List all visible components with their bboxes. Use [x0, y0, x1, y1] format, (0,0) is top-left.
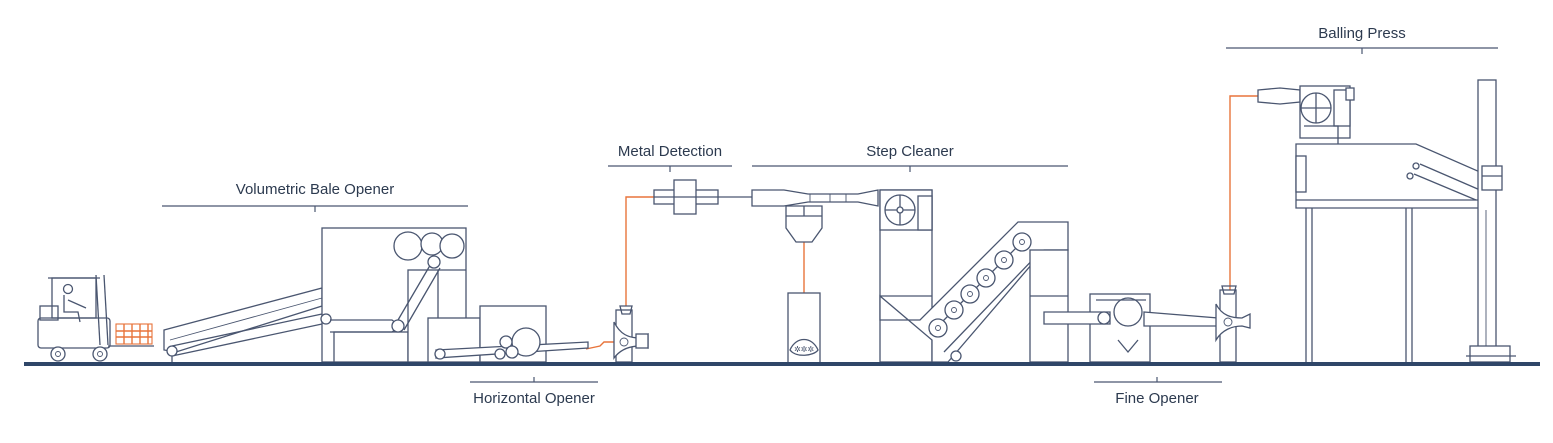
label-fine-opener: Fine Opener [1115, 390, 1198, 407]
fine-opener-machine [1043, 293, 1219, 363]
waste-bin-icon: ✲✲✲ [787, 292, 821, 364]
step-cleaner-machine: ✲✲✲ [751, 189, 1069, 364]
horizontal-opener-machine [427, 305, 589, 363]
svg-text:✲✲✲: ✲✲✲ [794, 345, 814, 354]
magnet-icon [653, 179, 752, 215]
label-horizontal-opener: Horizontal Opener [473, 390, 595, 407]
label-volumetric-bale-opener: Volumetric Bale Opener [236, 181, 394, 198]
forklift-icon [37, 274, 154, 362]
duct-fan-to-balling-press [1229, 95, 1258, 290]
duct-fan-to-metal-detection [625, 196, 655, 306]
label-balling-press: Balling Press [1318, 25, 1406, 42]
fan-icon [613, 305, 649, 363]
duct-horizontal-to-fan [585, 341, 614, 350]
label-step-cleaner: Step Cleaner [866, 143, 954, 160]
volumetric-bale-opener-machine [163, 227, 467, 363]
cyclone-icon [785, 205, 823, 243]
bale-stack-icon [115, 323, 153, 345]
label-metal-detection: Metal Detection [618, 143, 722, 160]
balling-press-machine [1257, 79, 1516, 363]
stage-labels: Volumetric Bale Opener Horizontal Opener… [162, 25, 1498, 407]
fan-icon [1215, 285, 1251, 363]
